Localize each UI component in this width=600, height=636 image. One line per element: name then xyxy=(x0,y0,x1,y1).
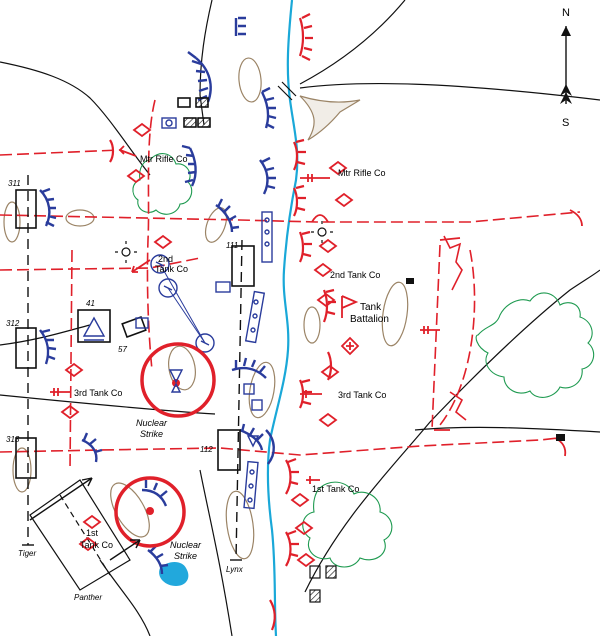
nuclear-strike-lower xyxy=(114,476,186,548)
road-east-ne-diag xyxy=(304,269,600,593)
position-313-box xyxy=(15,437,37,479)
label-tank-battalion-1: Tank xyxy=(360,302,382,313)
nuclear-strike-ground-zero-lower xyxy=(146,507,154,515)
road-north-to-river xyxy=(199,0,213,126)
hill xyxy=(303,306,321,344)
label-nuclear-strike-upper-2: Strike xyxy=(140,429,163,439)
blue-unit-symbols xyxy=(15,97,255,479)
red-line-west-vertical xyxy=(69,249,73,471)
road-east-upper xyxy=(299,82,600,101)
red-zigzag xyxy=(443,235,467,421)
red-line-wavy-w xyxy=(146,99,156,371)
label-1st-tank-west-2: Tank Co xyxy=(80,540,113,550)
compass: N S xyxy=(560,7,572,129)
forest-south xyxy=(302,481,393,568)
label-nuclear-strike-lower-2: Strike xyxy=(174,551,197,561)
red-line-top-west xyxy=(0,149,121,156)
hill xyxy=(238,57,262,103)
position-311-box xyxy=(15,189,37,229)
label-mtr-rifle-east: Mtr Rifle Co xyxy=(338,168,386,178)
nuclear-strike-ring-upper xyxy=(140,342,216,418)
label-tank-battalion-2: Battalion xyxy=(350,314,389,325)
lake xyxy=(159,562,189,586)
label-2nd-tank-west-1: 2nd xyxy=(158,254,173,264)
hill xyxy=(248,361,276,419)
label-2nd-tank-east: 2nd Tank Co xyxy=(330,270,380,280)
red-positions xyxy=(109,13,336,631)
ridge-ne xyxy=(299,95,361,141)
label-position-111: 111 xyxy=(226,241,238,250)
hill xyxy=(381,281,409,347)
attack-arrows xyxy=(29,477,141,561)
label-phase-lynx: Lynx xyxy=(226,565,244,574)
nuclear-strike-upper xyxy=(140,342,216,418)
river xyxy=(266,0,299,636)
road-west-curve xyxy=(0,61,151,176)
nuclear-strike-ring-lower xyxy=(114,476,186,548)
road-west-mid xyxy=(0,324,91,346)
red-line-upper xyxy=(0,211,581,223)
label-1st-tank-east: 1st Tank Co xyxy=(312,484,359,494)
road-sw xyxy=(99,559,151,636)
compass-arrow-icon xyxy=(561,26,571,36)
road-west-lower xyxy=(0,394,216,415)
label-position-312: 312 xyxy=(6,319,20,328)
red-line-lower xyxy=(0,437,559,456)
hill xyxy=(12,447,32,493)
compass-south-label: S xyxy=(562,117,569,129)
label-2nd-tank-west-2: Tank Co xyxy=(155,264,188,274)
road-south xyxy=(199,469,233,636)
label-position-112: 112 xyxy=(200,445,213,454)
position-41-box xyxy=(77,309,111,343)
label-1st-tank-west-1: 1st xyxy=(86,528,99,538)
label-phase-tiger: Tiger xyxy=(18,549,36,558)
phase-lines xyxy=(27,175,243,561)
label-nuclear-strike-lower-1: Nuclear xyxy=(170,540,202,550)
label-position-57: 57 xyxy=(118,345,127,354)
road-east-lower xyxy=(414,426,600,433)
position-112-box xyxy=(217,429,241,471)
red-line-ends xyxy=(311,209,583,457)
forest-areas xyxy=(132,153,595,568)
label-position-313: 313 xyxy=(6,435,20,444)
road-north-ne xyxy=(299,0,406,85)
hill xyxy=(3,201,21,243)
blue-positions xyxy=(39,16,277,575)
label-position-41: 41 xyxy=(86,299,95,308)
compass-north-label: N xyxy=(562,7,570,19)
hill xyxy=(65,209,95,227)
label-mtr-rifle-west: Mtr Rifle Co xyxy=(140,154,188,164)
position-312-box xyxy=(15,327,37,369)
phase-line-ticks xyxy=(22,544,242,561)
forest-east xyxy=(475,292,595,398)
position-57-box xyxy=(121,315,147,339)
hill xyxy=(168,345,196,391)
red-line-east-arc xyxy=(439,249,476,426)
misc-symbols xyxy=(115,81,414,603)
panther-boundary xyxy=(29,479,131,591)
red-line-east-bracket xyxy=(431,244,441,431)
label-nuclear-strike-upper-1: Nuclear xyxy=(136,418,168,428)
red-boundary-lines xyxy=(0,99,581,471)
label-3rd-tank-west: 3rd Tank Co xyxy=(74,388,122,398)
blue-support-symbols xyxy=(135,117,273,510)
labels: Mtr Rifle Co Mtr Rifle Co 2nd Tank Co 2n… xyxy=(6,154,389,602)
hill xyxy=(204,207,228,243)
hill xyxy=(225,490,255,560)
phase-line-lynx xyxy=(235,239,243,561)
position-111-box xyxy=(231,245,255,287)
label-position-311: 311 xyxy=(8,179,21,188)
label-phase-panther: Panther xyxy=(74,593,102,602)
red-arrows xyxy=(131,259,151,273)
label-3rd-tank-east: 3rd Tank Co xyxy=(338,390,386,400)
